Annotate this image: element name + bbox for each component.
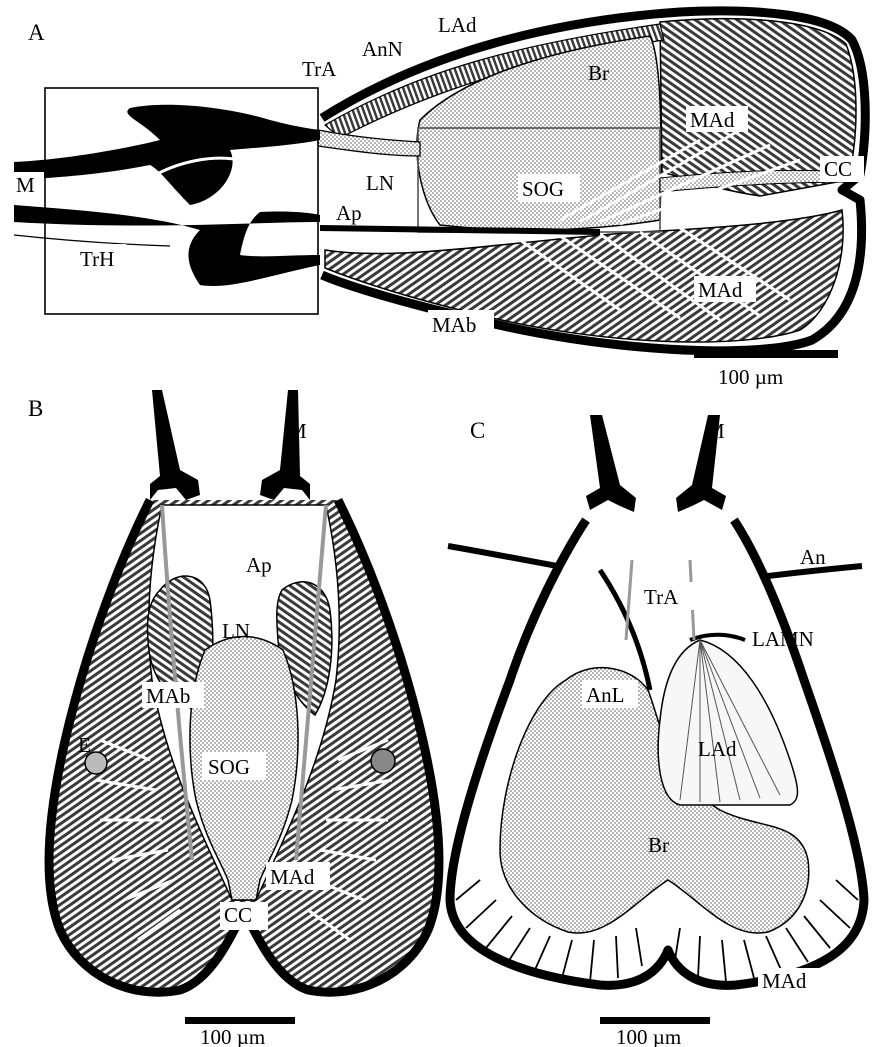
label-c-lamn: LAMN <box>752 627 814 651</box>
label-b-mab: MAb <box>146 684 190 708</box>
label-a-mad1: MAd <box>690 108 735 132</box>
label-b-mad: MAd <box>270 865 315 889</box>
panel-c-scale-bar <box>600 1017 710 1024</box>
panel-b-letter: B <box>28 396 43 421</box>
label-a-mad2: MAd <box>698 278 743 302</box>
label-b-sog: SOG <box>208 755 250 779</box>
label-b-ap: Ap <box>246 553 272 577</box>
panel-b-sensillum-right <box>371 749 395 773</box>
panel-a-apodeme <box>320 228 600 232</box>
panel-a: A LAd AnN TrA Br <box>14 11 865 389</box>
label-a-ap: Ap <box>336 201 362 225</box>
panel-a-letter: A <box>28 20 45 45</box>
label-a-br: Br <box>588 61 609 85</box>
label-a-cc: CC <box>824 157 852 181</box>
panel-b-mandible-left <box>150 390 200 500</box>
panel-a-antennal-nerve <box>318 130 420 156</box>
label-c-mad: MAd <box>762 969 807 993</box>
label-c-br: Br <box>648 833 669 857</box>
panel-a-mandible-upper <box>14 105 320 205</box>
label-c-lad: LAd <box>698 737 737 761</box>
panel-a-scale-label: 100 µm <box>718 365 783 389</box>
label-a-trh: TrH <box>80 247 114 271</box>
label-b-ln: LN <box>222 619 250 643</box>
panel-b-scale-bar <box>185 1017 295 1024</box>
label-b-cc: CC <box>224 903 252 927</box>
panel-c-letter: C <box>470 418 485 443</box>
panel-c-mandible-left <box>586 415 636 512</box>
label-a-ln: LN <box>366 171 394 195</box>
panel-c: C M An Tr <box>448 415 864 1047</box>
panel-c-scale-label: 100 µm <box>616 1025 681 1047</box>
label-a-ann: AnN <box>362 37 403 61</box>
label-a-m: M <box>16 173 35 197</box>
label-b-m: M <box>288 419 307 443</box>
label-a-tra: TrA <box>302 57 337 81</box>
label-c-an: An <box>800 545 826 569</box>
label-a-mab: MAb <box>432 313 476 337</box>
panel-b-mandible-right <box>260 390 310 500</box>
panel-b: B M Ap LN MAb E SOG <box>28 390 439 1047</box>
label-b-e: E <box>78 733 91 757</box>
label-c-m: M <box>706 419 725 443</box>
panel-b-scale-label: 100 µm <box>200 1025 265 1047</box>
label-a-lad: LAd <box>438 13 477 37</box>
label-c-tra: TrA <box>644 585 679 609</box>
panel-a-scale-bar <box>694 350 838 358</box>
label-c-anl: AnL <box>586 683 625 707</box>
label-a-sog: SOG <box>522 177 564 201</box>
